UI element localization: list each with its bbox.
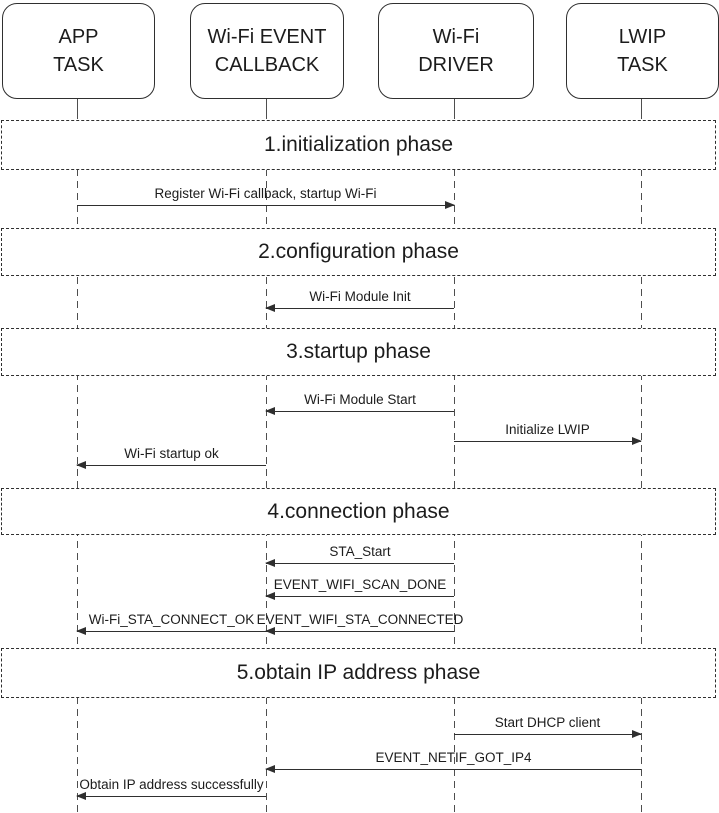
participant-box-wifi-driver: Wi-Fi DRIVER xyxy=(378,3,534,99)
message-event-wifi-sta-connected: EVENT_WIFI_STA_CONNECTED xyxy=(256,612,464,635)
arrow-left-icon xyxy=(76,460,266,469)
participant-label: TASK xyxy=(617,54,668,76)
participant-box-wifi-event-callback: Wi-Fi EVENT CALLBACK xyxy=(190,3,344,99)
message-wifi-startup-ok: Wi-Fi startup ok xyxy=(76,446,266,469)
message-label: STA_Start xyxy=(329,544,391,559)
message-event-wifi-scan-done: EVENT_WIFI_SCAN_DONE xyxy=(265,577,454,600)
phase-band-initialization: 1.initialization phase xyxy=(1,120,716,170)
message-label: Register Wi-Fi callback, startup Wi-Fi xyxy=(154,186,377,201)
message-label: EVENT_WIFI_STA_CONNECTED xyxy=(256,612,464,627)
phase-title: 1.initialization phase xyxy=(263,133,454,156)
lifeline-app-task xyxy=(76,97,78,813)
lifeline-wifi-event-callback xyxy=(265,97,267,813)
phase-title: 5.obtain IP address phase xyxy=(236,661,481,684)
message-obtain-ip-address: Obtain IP address successfully xyxy=(76,777,266,800)
message-label: Wi-Fi_STA_CONNECT_OK xyxy=(88,612,255,627)
participant-label: APP xyxy=(58,26,99,48)
arrow-right-icon xyxy=(454,729,642,738)
participant-label: DRIVER xyxy=(418,54,494,76)
phase-band-configuration: 2.configuration phase xyxy=(1,228,716,276)
arrow-left-icon xyxy=(265,303,454,312)
message-label: Obtain IP address successfully xyxy=(79,777,264,792)
participant-label: LWIP xyxy=(618,26,667,48)
arrow-left-icon xyxy=(265,626,454,635)
message-label: Initialize LWIP xyxy=(505,422,590,437)
lifeline-wifi-driver xyxy=(453,97,455,813)
participant-box-app-task: APP TASK xyxy=(2,3,155,99)
participant-label: Wi-Fi EVENT xyxy=(207,26,327,48)
message-label: Wi-Fi Module Start xyxy=(304,392,416,407)
phase-band-startup: 3.startup phase xyxy=(1,328,716,376)
arrow-left-icon xyxy=(76,791,266,800)
message-wifi-sta-connect-ok: Wi-Fi_STA_CONNECT_OK xyxy=(76,612,266,635)
message-start-dhcp-client: Start DHCP client xyxy=(454,715,642,738)
message-wifi-module-start: Wi-Fi Module Start xyxy=(265,392,454,415)
message-label: EVENT_WIFI_SCAN_DONE xyxy=(273,577,447,592)
message-label: Wi-Fi Module Init xyxy=(309,289,411,304)
arrow-left-icon xyxy=(265,591,454,600)
lifeline-lwip-task xyxy=(640,97,642,813)
message-label: Start DHCP client xyxy=(494,715,601,730)
message-wifi-module-init: Wi-Fi Module Init xyxy=(265,289,454,312)
message-label: EVENT_NETIF_GOT_IP4 xyxy=(375,750,532,765)
participant-label: CALLBACK xyxy=(214,54,320,76)
phase-band-obtain-ip: 5.obtain IP address phase xyxy=(1,648,716,698)
arrow-right-icon xyxy=(454,436,642,445)
message-initialize-lwip: Initialize LWIP xyxy=(454,422,642,445)
arrow-left-icon xyxy=(76,626,266,635)
participant-box-lwip-task: LWIP TASK xyxy=(566,3,719,99)
arrow-left-icon xyxy=(265,764,641,773)
message-sta-start: STA_Start xyxy=(265,544,454,567)
message-register-wifi-callback: Register Wi-Fi callback, startup Wi-Fi xyxy=(77,186,455,209)
phase-band-connection: 4.connection phase xyxy=(1,488,716,535)
phase-title: 2.configuration phase xyxy=(258,240,459,263)
arrow-right-icon xyxy=(77,200,455,209)
phase-title: 4.connection phase xyxy=(267,499,450,523)
phase-title: 3.startup phase xyxy=(286,340,431,363)
message-event-netif-got-ip4: EVENT_NETIF_GOT_IP4 xyxy=(265,750,641,773)
arrow-left-icon xyxy=(265,406,454,415)
participant-label: TASK xyxy=(53,54,104,76)
message-label: Wi-Fi startup ok xyxy=(124,446,219,461)
arrow-left-icon xyxy=(265,558,454,567)
participant-label: Wi-Fi xyxy=(432,26,480,48)
